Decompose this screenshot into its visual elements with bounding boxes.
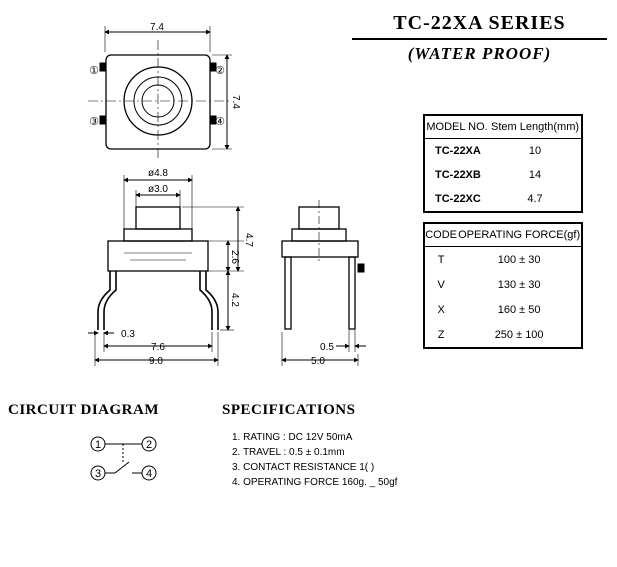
- circuit-schematic: 1 2 3 4: [90, 436, 157, 481]
- model-cell: TC-22XA: [435, 145, 481, 157]
- pin-width-label: 0.5: [320, 342, 334, 353]
- total-height-label: 4.7: [243, 233, 254, 247]
- model-cell: TC-22XC: [435, 193, 481, 205]
- outer-diameter-label: ø4.8: [148, 168, 168, 179]
- list-item: 4. OPERATING FORCE 160g. _ 50gf: [232, 477, 398, 488]
- node-label-2: 2: [146, 439, 152, 451]
- lead-thickness-label: 0.3: [121, 329, 135, 340]
- list-item: 2. TRAVEL : 0.5 ± 0.1mm: [232, 447, 345, 458]
- node-label-3: 3: [95, 468, 101, 480]
- specifications-list: 1. RATING : DC 12V 50mA 2. TRAVEL : 0.5 …: [232, 430, 397, 490]
- pin-label-3: ③: [89, 116, 99, 128]
- code-cell: V: [437, 278, 445, 291]
- code-cell: T: [437, 253, 445, 266]
- top-view: [88, 26, 232, 160]
- code-cell: Z: [437, 328, 445, 341]
- force-cell: 250 ± 100: [494, 328, 544, 341]
- pin-label-1: ①: [89, 65, 99, 77]
- table-row: Z 250 ± 100: [424, 322, 582, 348]
- top-width-label: 7.4: [150, 22, 164, 33]
- force-table: CODE OPERATING FORCE(gf) T 100 ± 30 V 13…: [423, 222, 583, 349]
- force-table-header-force: OPERATING FORCE(gf): [457, 223, 582, 247]
- front-view: [88, 175, 244, 366]
- stem-cell: 4.7: [527, 193, 543, 205]
- force-cell: 130 ± 30: [497, 278, 541, 291]
- list-item: 3. CONTACT RESISTANCE 1( ): [232, 462, 375, 473]
- mechanical-drawing: 7.4 7.4 ① ② ③ ④: [88, 22, 366, 367]
- node-label-4: 4: [146, 468, 152, 480]
- table-row: T 100 ± 30: [424, 247, 582, 273]
- pin-label-2: ②: [215, 65, 225, 77]
- stem-cell: 10: [528, 145, 542, 157]
- force-table-header-code: CODE: [424, 223, 458, 247]
- force-cell: 160 ± 50: [497, 303, 541, 316]
- specifications-heading: SPECIFICATIONS: [222, 402, 356, 418]
- table-row: X 160 ± 50: [424, 297, 582, 322]
- model-table-header-stem: Stem Length(mm): [489, 115, 582, 139]
- title-underline: [352, 38, 607, 40]
- side-view: [281, 200, 366, 366]
- top-height-label: 7.4: [230, 95, 241, 109]
- side-width-label: 5.0: [311, 356, 325, 367]
- table-row: TC-22XA 10: [424, 139, 582, 164]
- pin-spacing-label: 7.6: [151, 342, 165, 353]
- code-cell: X: [437, 303, 445, 316]
- body-height-label: 2.6: [229, 250, 240, 264]
- series-title: TC-22XA SERIES: [393, 12, 566, 34]
- model-cell: TC-22XB: [435, 169, 481, 181]
- overall-width-label: 9.0: [149, 356, 163, 367]
- circuit-diagram-heading: CIRCUIT DIAGRAM: [8, 402, 159, 418]
- inner-diameter-label: ø3.0: [148, 184, 168, 195]
- pin-label-4: ④: [215, 116, 225, 128]
- stem-cell: 14: [528, 169, 542, 181]
- model-table-header-model: MODEL NO.: [424, 115, 490, 139]
- table-row: TC-22XC 4.7: [424, 187, 582, 212]
- lead-length-label: 4.2: [229, 293, 240, 307]
- table-row: TC-22XB 14: [424, 163, 582, 187]
- list-item: 1. RATING : DC 12V 50mA: [232, 432, 353, 443]
- force-cell: 100 ± 30: [497, 253, 541, 266]
- series-subtitle: (WATER PROOF): [407, 44, 552, 63]
- model-table: MODEL NO. Stem Length(mm) TC-22XA 10 TC-…: [423, 114, 583, 213]
- table-row: V 130 ± 30: [424, 272, 582, 297]
- node-label-1: 1: [95, 439, 101, 451]
